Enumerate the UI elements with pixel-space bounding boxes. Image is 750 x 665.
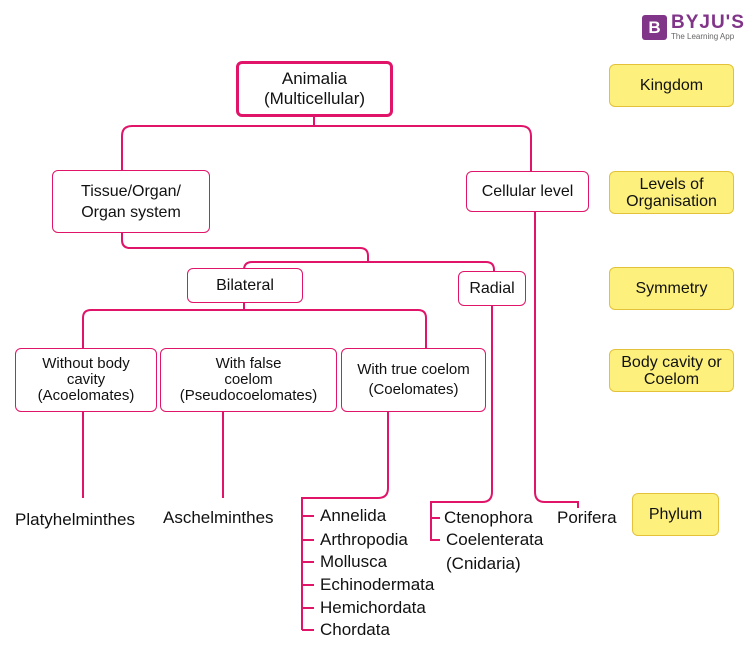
phylum-echinodermata: Echinodermata	[320, 575, 435, 594]
logo-brand: BYJU'S	[671, 12, 745, 33]
byjus-logo-mark-icon: B	[642, 15, 667, 40]
logo-tagline: The Learning App	[671, 32, 735, 41]
node-radial: Radial	[458, 271, 526, 306]
phylum-porifera: Porifera	[557, 508, 617, 527]
node-coelomates: With true coelom (Coelomates)	[341, 348, 486, 412]
node-tissue-organ: Tissue/Organ/ Organ system	[52, 170, 210, 233]
level-label-body-cavity: Body cavity or Coelom	[609, 349, 734, 392]
phylum-chordata: Chordata	[320, 620, 390, 639]
node-pseudocoelomates: With false coelom (Pseudocoelomates)	[160, 348, 337, 412]
phylum-mollusca: Mollusca	[320, 552, 388, 571]
node-cellular-level: Cellular level	[466, 171, 589, 212]
level-label-kingdom: Kingdom	[609, 64, 734, 107]
phylum-ctenophora: Ctenophora	[444, 508, 533, 527]
phylum-annelida: Annelida	[320, 506, 387, 525]
level-label-symmetry: Symmetry	[609, 267, 734, 310]
phylum-aschelminthes: Aschelminthes	[163, 508, 274, 527]
phylum-cnidaria: (Cnidaria)	[446, 554, 521, 573]
phylum-coelenterata: Coelenterata	[446, 530, 544, 549]
node-bilateral: Bilateral	[187, 268, 303, 303]
level-label-organisation: Levels of Organisation	[609, 171, 734, 214]
phylum-arthropodia: Arthropodia	[320, 530, 408, 549]
phylum-platyhelminthes: Platyhelminthes	[15, 510, 136, 529]
level-label-phylum: Phylum	[632, 493, 719, 536]
node-animalia: Animalia (Multicellular)	[236, 61, 393, 117]
phylum-hemichordata: Hemichordata	[320, 598, 426, 617]
node-acoelomates: Without body cavity (Acoelomates)	[15, 348, 157, 412]
